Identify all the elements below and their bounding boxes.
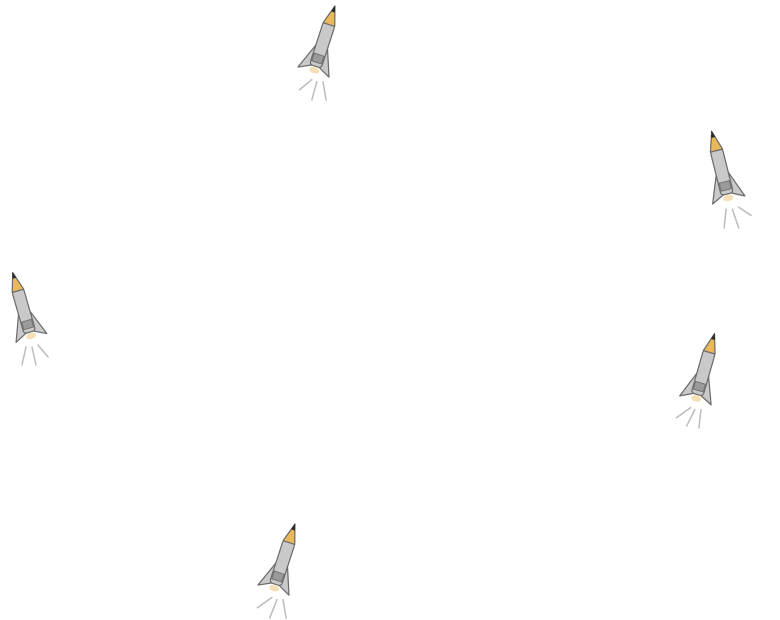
pencil-rocket-icon bbox=[709, 130, 752, 229]
pencil-rocket-icon bbox=[675, 332, 716, 429]
pencil-rocket-icon bbox=[11, 271, 49, 366]
pencil-rocket-icon bbox=[297, 5, 336, 101]
pencil-rocket-icon bbox=[256, 523, 296, 619]
